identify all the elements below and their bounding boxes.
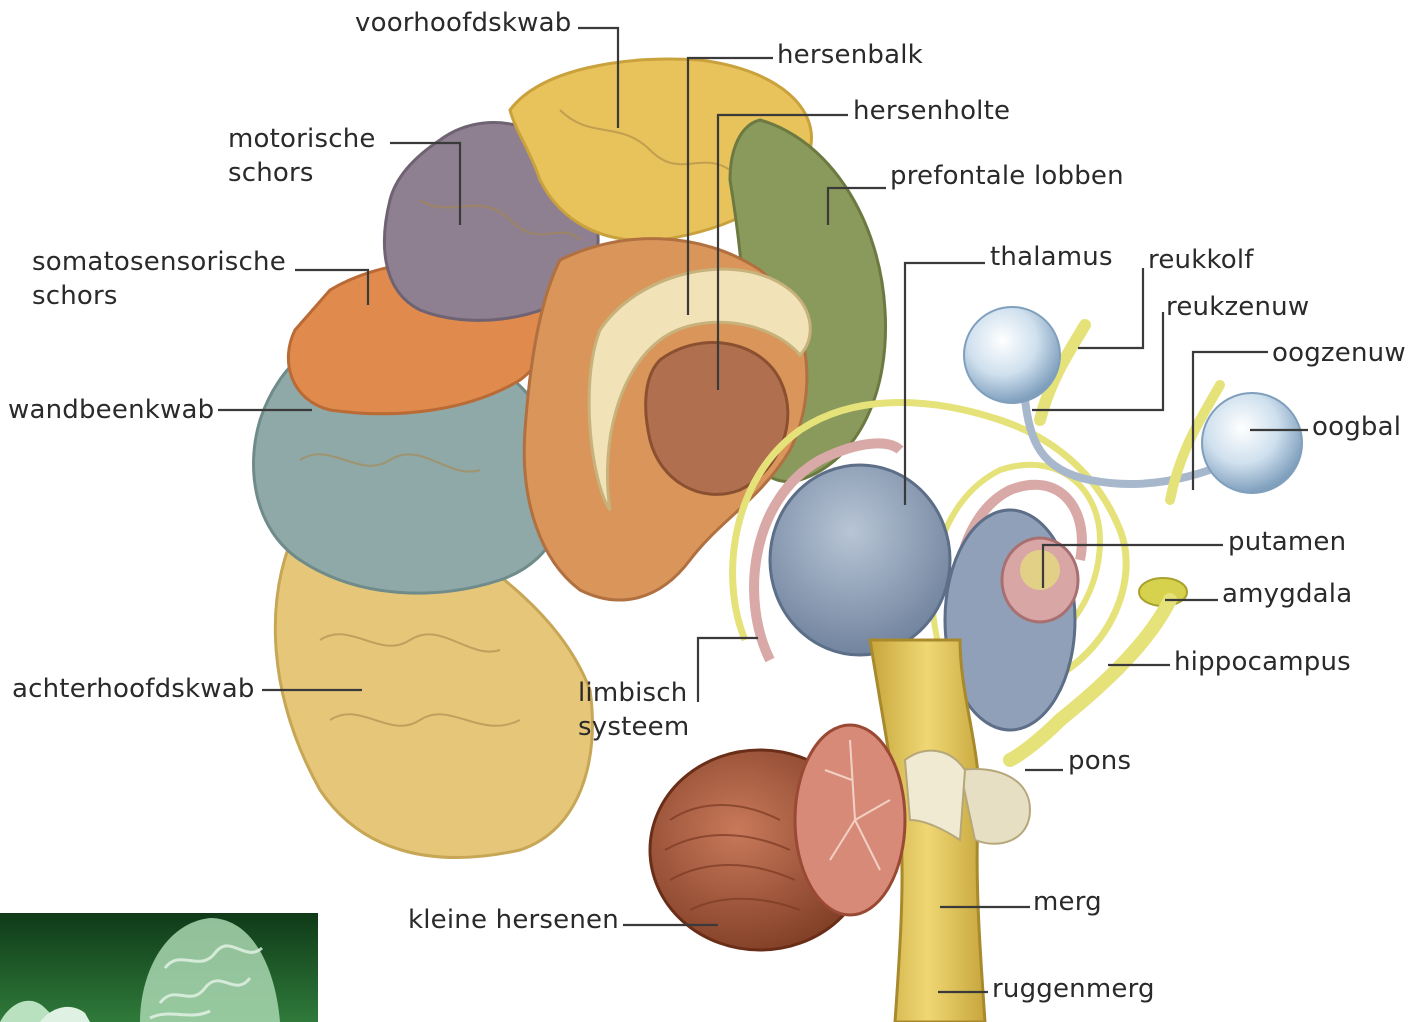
label-hersenholte: hersenholte bbox=[853, 94, 1010, 128]
label-kleine-hersenen: kleine hersenen bbox=[408, 903, 619, 937]
label-voorhoofdskwab: voorhoofdskwab bbox=[355, 6, 572, 40]
label-somatosensorische-line2: schors bbox=[32, 279, 286, 313]
thalamus bbox=[770, 465, 950, 655]
label-pons: pons bbox=[1068, 744, 1131, 778]
label-limbisch-line1: limbisch bbox=[578, 676, 689, 710]
eyeball-upper bbox=[964, 307, 1060, 403]
label-thalamus: thalamus bbox=[990, 240, 1113, 274]
eyeball-lower bbox=[1202, 393, 1302, 493]
label-putamen: putamen bbox=[1228, 525, 1346, 559]
thumbnail-image bbox=[0, 913, 318, 1022]
putamen-core bbox=[1020, 550, 1060, 590]
label-reukzenuw: reukzenuw bbox=[1166, 290, 1309, 324]
cerebellum bbox=[650, 725, 905, 950]
label-ruggenmerg: ruggenmerg bbox=[992, 972, 1155, 1006]
label-somatosensorische-schors: somatosensorische schors bbox=[32, 245, 286, 313]
label-amygdala: amygdala bbox=[1222, 577, 1352, 611]
label-reukkolf: reukkolf bbox=[1148, 243, 1254, 277]
label-somatosensorische-line1: somatosensorische bbox=[32, 245, 286, 279]
label-motorische-line1: motorische bbox=[228, 122, 376, 156]
label-oogbal: oogbal bbox=[1312, 410, 1401, 444]
label-wandbeenkwab: wandbeenkwab bbox=[8, 393, 214, 427]
label-oogzenuw: oogzenuw bbox=[1272, 336, 1406, 370]
label-hippocampus: hippocampus bbox=[1174, 645, 1351, 679]
label-limbisch-systeem: limbisch systeem bbox=[578, 676, 689, 744]
label-achterhoofdskwab: achterhoofdskwab bbox=[12, 672, 255, 706]
label-hersenbalk: hersenbalk bbox=[777, 38, 923, 72]
thumbnail-green-brain bbox=[0, 913, 318, 1022]
label-merg: merg bbox=[1033, 885, 1102, 919]
label-limbisch-line2: systeem bbox=[578, 710, 689, 744]
label-motorische-line2: schors bbox=[228, 156, 376, 190]
label-motorische-schors: motorische schors bbox=[228, 122, 376, 190]
label-prefontale-lobben: prefontale lobben bbox=[890, 159, 1124, 193]
